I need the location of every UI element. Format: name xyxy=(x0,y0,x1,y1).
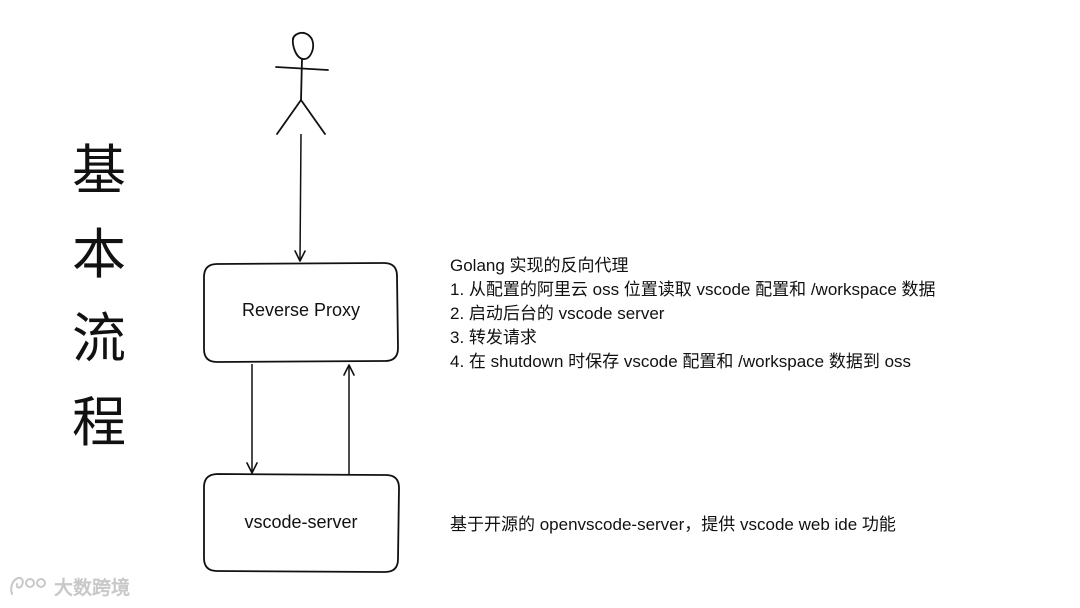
proxy-notes-item-1: 1. 从配置的阿里云 oss 位置读取 vscode 配置和 /workspac… xyxy=(450,280,936,299)
title-char-1: 基 xyxy=(72,139,126,202)
proxy-box xyxy=(203,262,399,363)
proxy-notes-item-4: 4. 在 shutdown 时保存 vscode 配置和 /workspace … xyxy=(450,352,912,371)
title-char-4: 程 xyxy=(72,391,126,454)
watermark-text: 大数跨境 xyxy=(54,576,131,599)
proxy-notes-item-3: 3. 转发请求 xyxy=(450,328,537,347)
server-box xyxy=(203,473,400,573)
watermark: 大数跨境 xyxy=(8,572,130,600)
proxy-box-label: Reverse Proxy xyxy=(241,300,361,320)
proxy-notes-item-2: 2. 启动后台的 vscode server xyxy=(450,304,665,323)
arrow-user-to-proxy xyxy=(294,133,306,262)
title-char-2: 本 xyxy=(72,223,126,286)
title-char-3: 流 xyxy=(72,307,126,370)
server-note: 基于开源的 openvscode-server，提供 vscode web id… xyxy=(450,515,896,534)
proxy-notes: Golang 实现的反向代理 1. 从配置的阿里云 oss 位置读取 vscod… xyxy=(450,254,936,374)
proxy-notes-heading: Golang 实现的反向代理 xyxy=(450,256,629,275)
user-stick-figure-icon xyxy=(275,31,329,135)
server-box-label: vscode-server xyxy=(244,512,358,532)
logo-icon xyxy=(10,576,46,595)
